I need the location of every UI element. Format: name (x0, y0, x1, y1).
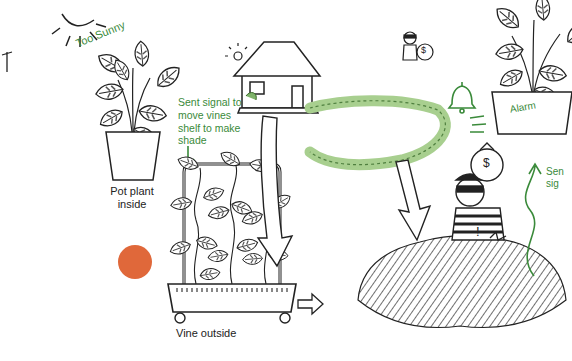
plant-label: Vine outside (176, 327, 236, 340)
alarm-bell (449, 82, 486, 132)
label-holder: Sen sig (546, 166, 568, 190)
house (234, 42, 320, 113)
flow-arrow (258, 116, 292, 266)
alarm-plant (492, 0, 572, 134)
alert-spark (490, 232, 506, 240)
note-label: Too Sunny (74, 19, 127, 51)
money-sign: $ (421, 45, 426, 56)
plant-label: Pot plant inside (98, 185, 166, 212)
label-holder: Sent signal to move vines shelf to make … (178, 96, 250, 147)
label-holder: Pot plant inside (98, 185, 166, 212)
label-holder: ! (476, 224, 480, 240)
signal-arrow (526, 164, 541, 276)
label-holder: $ (421, 45, 426, 56)
push-arrow (298, 294, 323, 314)
edge-fragment (2, 52, 12, 72)
label-holder: Too Sunny (74, 19, 127, 51)
orange-dot (118, 245, 152, 279)
label-holder: Vine outside (176, 327, 236, 340)
bush (358, 235, 566, 327)
thief (452, 143, 504, 240)
money-sign: $ (483, 156, 490, 171)
alarm-label: Alarm (509, 99, 537, 116)
small-thief (403, 32, 433, 60)
flow-arrow (396, 160, 430, 240)
label-holder: $ (483, 156, 490, 171)
alert-mark: ! (476, 224, 480, 240)
hedge (310, 101, 445, 165)
signal-note: Sent signal to move vines shelf to make … (178, 96, 250, 147)
label-holder: Alarm (509, 99, 537, 116)
signal-note: Sen sig (546, 166, 568, 190)
small-sun (225, 43, 247, 60)
pot-plant (95, 41, 184, 180)
